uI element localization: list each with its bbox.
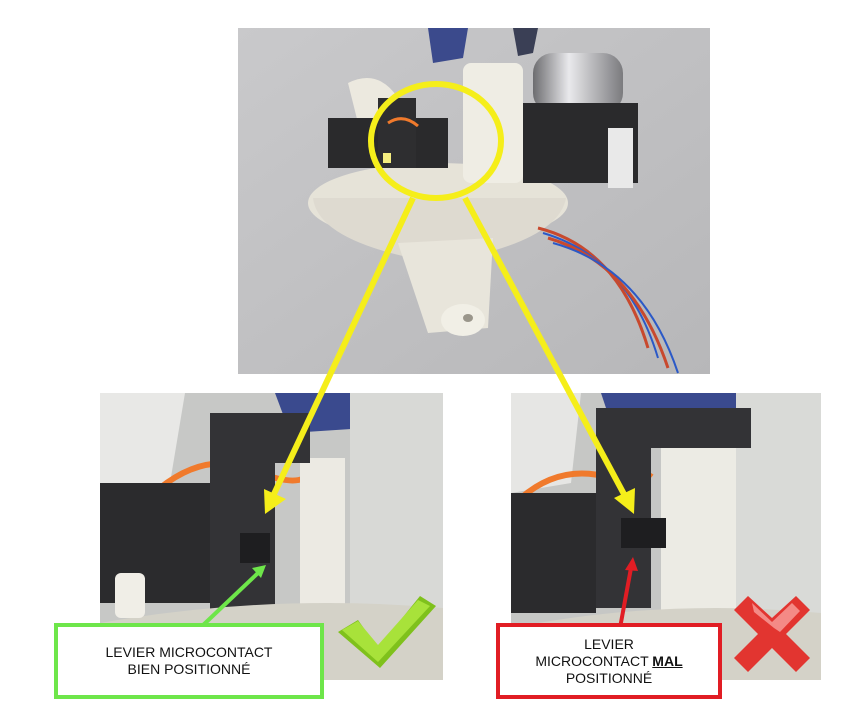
- check-mark-icon: [338, 596, 436, 668]
- incorrect-position-label: LEVIER MICROCONTACT MAL POSITIONNÉ: [496, 623, 722, 699]
- incorrect-label-line-1: LEVIER: [584, 635, 634, 652]
- correct-label-line-2: BIEN POSITIONNÉ: [127, 661, 251, 677]
- cross-mark-icon: [734, 596, 810, 672]
- green-arrow: [198, 565, 266, 630]
- red-arrow: [618, 557, 638, 629]
- correct-label-line-1: LEVIER MICROCONTACT: [105, 644, 273, 660]
- pump-assembly-photo: [238, 28, 710, 374]
- incorrect-label-line-2: MICROCONTACT MAL: [535, 653, 682, 670]
- pointer-arrow-to-incorrect: [462, 196, 635, 514]
- incorrect-label-line-2-prefix: MICROCONTACT: [535, 652, 653, 669]
- incorrect-label-line-3: POSITIONNÉ: [565, 669, 653, 686]
- pointer-arrow-to-correct: [264, 196, 416, 514]
- incorrect-label-emphasis: MAL: [652, 652, 683, 669]
- correct-position-label: LEVIER MICROCONTACT BIEN POSITIONNÉ: [54, 623, 324, 699]
- highlight-ring: [368, 81, 504, 201]
